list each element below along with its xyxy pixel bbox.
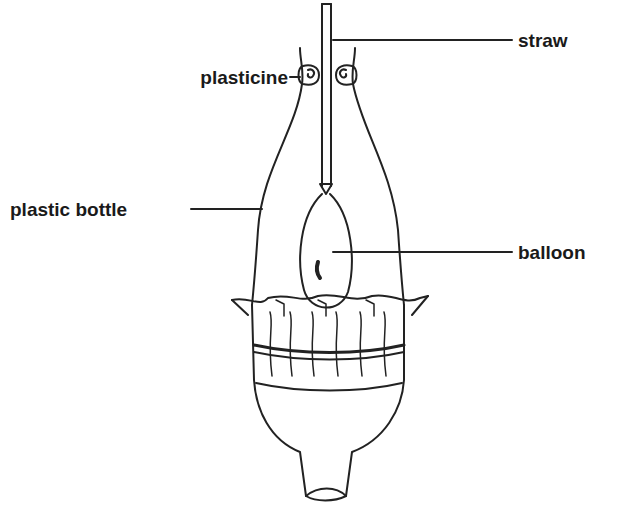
straw-tube — [322, 4, 331, 186]
leader-line — [191, 40, 512, 252]
part-label: plasticine — [200, 68, 288, 87]
plastic-bottle — [252, 48, 404, 305]
part-label: straw — [518, 31, 568, 50]
part-label: balloon — [518, 243, 586, 262]
balloon-shape — [300, 184, 352, 308]
plasticine-plug — [299, 65, 357, 84]
part-label: plastic bottle — [10, 200, 127, 219]
sheet-folds — [270, 300, 386, 376]
rubber-sheet — [232, 295, 428, 500]
